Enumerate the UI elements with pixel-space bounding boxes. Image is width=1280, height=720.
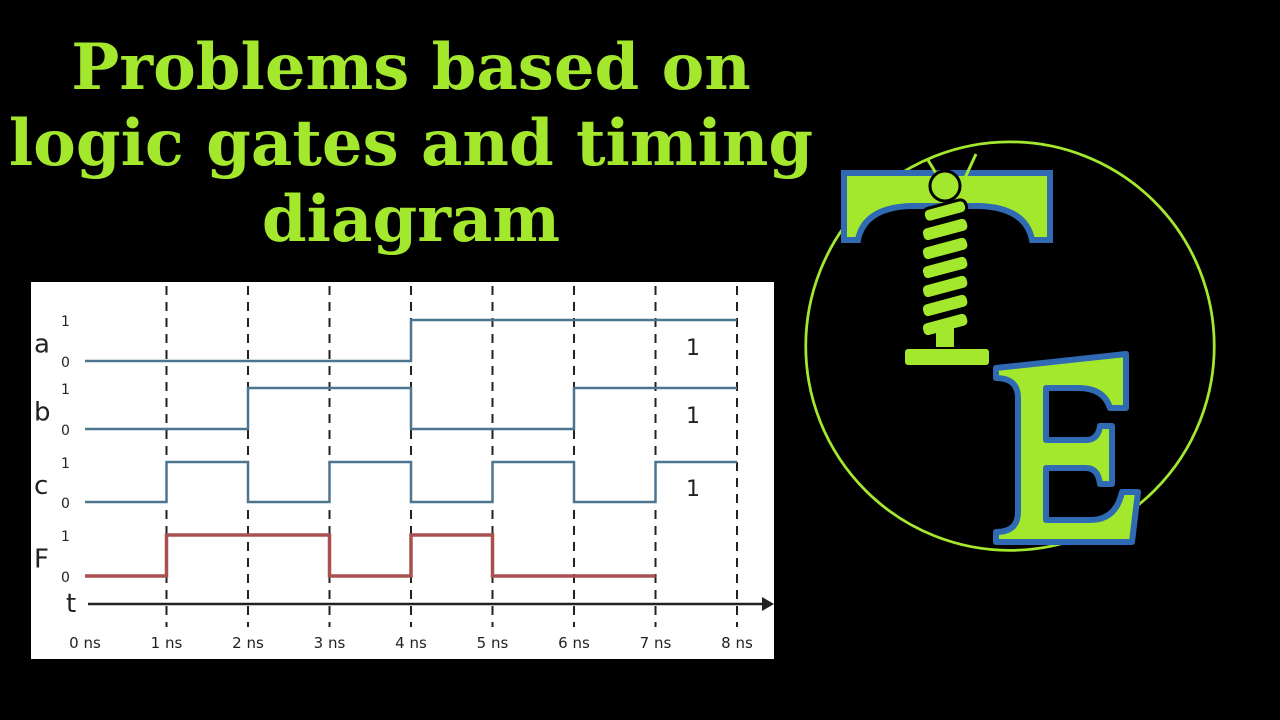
level-label-high: 1 — [61, 529, 70, 545]
level-label-high: 1 — [61, 456, 70, 472]
signal-label-b: b — [34, 398, 51, 428]
time-tick-label: 6 ns — [558, 634, 590, 652]
te-logo — [780, 140, 1240, 560]
logo-base — [903, 347, 991, 367]
signal-label-c: c — [34, 471, 48, 501]
title-line-2: logic gates and timing — [8, 106, 814, 181]
level-label-low: 0 — [61, 496, 70, 512]
logo-spring — [919, 198, 971, 339]
annotation-c: 1 — [686, 477, 700, 502]
time-tick-label: 2 ns — [232, 634, 264, 652]
signal-label-F: F — [34, 545, 49, 575]
time-tick-label: 0 ns — [69, 634, 101, 652]
logo-stem — [936, 325, 954, 350]
annotation-b: 1 — [686, 404, 700, 429]
time-tick-label: 7 ns — [640, 634, 672, 652]
logo-letter-t-bar — [841, 170, 1053, 243]
time-tick-label: 8 ns — [721, 634, 753, 652]
waveform-c — [85, 460, 737, 504]
signal-label-a: a — [34, 330, 50, 360]
logo-bulb — [928, 169, 962, 203]
waveform-F — [85, 533, 656, 578]
time-axis-label: t — [66, 589, 76, 619]
time-tick-labels: 0 ns 1 ns 2 ns 3 ns 4 ns 5 ns 6 ns 7 ns 8 ns — [69, 634, 753, 652]
waveforms — [85, 318, 737, 578]
logo-letter-e — [993, 351, 1141, 545]
time-tick-label: 1 ns — [151, 634, 183, 652]
page-title: Problems based on logic gates and timing… — [0, 30, 822, 258]
level-label-low: 0 — [61, 423, 70, 439]
level-label-high: 1 — [61, 314, 70, 330]
annotation-a: 1 — [686, 336, 700, 361]
time-tick-label: 3 ns — [314, 634, 346, 652]
title-line-3: diagram — [261, 182, 561, 257]
waveform-a — [85, 318, 737, 363]
time-axis-arrow — [762, 597, 774, 611]
logo-circle — [804, 140, 1216, 552]
time-axis: t — [66, 589, 774, 619]
title-line-1: Problems based on — [71, 30, 751, 105]
level-label-low: 0 — [61, 570, 70, 586]
waveform-b — [85, 386, 737, 431]
level-label-high: 1 — [61, 382, 70, 398]
level-label-low: 0 — [61, 355, 70, 371]
time-tick-label: 4 ns — [395, 634, 427, 652]
time-tick-label: 5 ns — [477, 634, 509, 652]
